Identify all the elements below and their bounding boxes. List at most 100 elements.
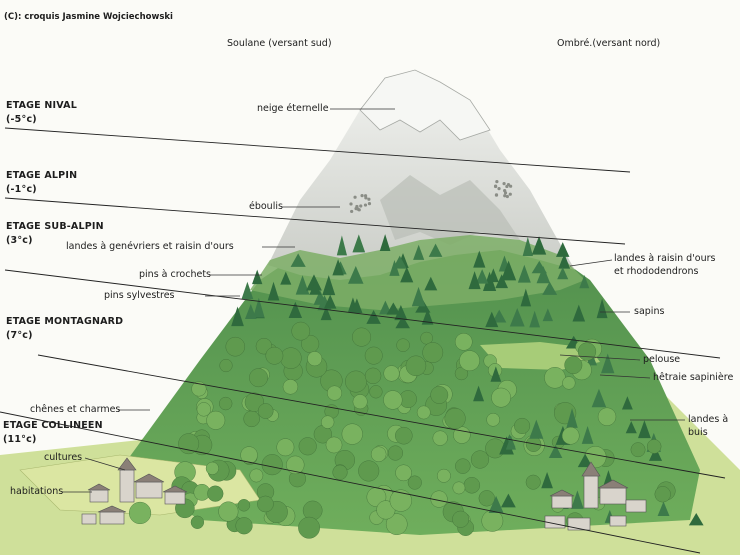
broadleaf-tree	[261, 454, 283, 476]
conifer-tree	[529, 310, 541, 328]
conifer-tree	[688, 512, 704, 526]
broadleaf-tree	[452, 481, 466, 495]
conifer-tree	[488, 268, 499, 283]
conifer-tree	[625, 421, 637, 434]
broadleaf-tree	[416, 405, 431, 420]
stage-subalpin-temp: (3°c)	[6, 235, 33, 246]
broadleaf-tree	[544, 367, 566, 389]
conifer-tree	[572, 304, 586, 322]
conifer-tree	[501, 260, 517, 281]
broadleaf-tree	[282, 379, 299, 395]
scree-stone	[502, 182, 506, 186]
scree-stone	[508, 192, 512, 196]
broadleaf-tree	[190, 515, 205, 529]
broadleaf-tree	[436, 468, 451, 483]
broadleaf-tree	[358, 460, 380, 482]
stage-collineen-temp: (11°c)	[3, 434, 37, 445]
conifer-tree	[475, 269, 489, 284]
conifer-tree	[290, 253, 306, 267]
broadleaf-tree	[280, 347, 302, 369]
conifer-tree	[306, 274, 322, 291]
broadleaf-tree	[341, 423, 363, 445]
label-pins-crochets: pins à crochets	[139, 269, 211, 280]
leader-lines	[62, 108, 685, 493]
broadleaf-tree	[478, 490, 495, 507]
conifer-tree	[579, 274, 590, 289]
broadleaf-tree	[276, 438, 295, 457]
conifer-tree	[379, 234, 391, 252]
scree-stone	[497, 187, 501, 191]
broadleaf-tree	[385, 513, 408, 535]
broadleaf-tree	[249, 368, 268, 388]
houses-right	[544, 461, 647, 531]
conifer-tree	[351, 298, 363, 314]
broadleaf-tree	[396, 338, 410, 352]
label-cultures: cultures	[44, 452, 83, 463]
conifer-tree	[313, 290, 327, 305]
conifer-tree	[241, 281, 254, 300]
conifer-tree	[411, 286, 426, 307]
conifer-tree	[336, 235, 347, 256]
broadleaf-tree	[178, 433, 200, 455]
broadleaf-tree	[389, 489, 412, 512]
broadleaf-tree	[298, 437, 317, 456]
label-hetraie: hêtraie sapinière	[653, 372, 734, 383]
label-landes-buis: landes à buis	[688, 414, 729, 438]
broadleaf-tree	[257, 495, 274, 513]
label-eboulis: éboulis	[249, 201, 283, 212]
conifer-tree	[657, 501, 670, 516]
snow-peak	[359, 69, 491, 141]
stage-alpin-temp: (-1°c)	[6, 184, 37, 195]
scree-stone	[503, 191, 508, 195]
label-landes-genevriers: landes à genévriers et raisin d'ours	[66, 241, 234, 252]
broadleaf-tree	[387, 445, 403, 461]
scree-stone	[360, 194, 364, 198]
broadleaf-tree	[654, 486, 671, 503]
copyright-text: (C): croquis Jasmine Wojciechowski	[4, 12, 173, 22]
label-landes-raisin: landes à raisin d'ours et rhododendrons	[614, 253, 716, 277]
conifer-tree	[558, 253, 571, 269]
broadleaf-tree	[191, 381, 207, 397]
broadleaf-tree	[321, 415, 335, 429]
broadleaf-tree	[453, 426, 471, 444]
conifer-tree	[421, 308, 434, 325]
conifer-tree	[557, 267, 569, 280]
stage-montagnard-name: ETAGE MONTAGNARD	[6, 316, 124, 327]
conifer-tree	[485, 311, 499, 328]
conifer-tree	[541, 472, 553, 489]
broadleaf-tree	[463, 477, 481, 494]
broadleaf-tree	[302, 500, 323, 521]
broadleaf-tree	[630, 442, 646, 458]
broadleaf-tree	[577, 342, 597, 361]
conifer-tree	[555, 242, 570, 257]
broadleaf-tree	[646, 439, 662, 454]
broadleaf-tree	[395, 426, 413, 445]
broadleaf-tree	[430, 386, 449, 404]
broadleaf-tree	[491, 387, 511, 408]
conifer-tree	[522, 236, 533, 256]
broadleaf-tree	[562, 376, 576, 390]
scree-stone	[350, 209, 354, 214]
conifer-tree	[591, 388, 607, 408]
conifer-tree	[488, 495, 504, 513]
conifer-tree	[252, 269, 263, 285]
broadleaf-tree	[235, 517, 253, 535]
conifer-tree	[536, 266, 551, 284]
conifer-tree	[601, 353, 615, 374]
broadleaf-tree	[459, 350, 480, 372]
broadleaf-tree	[206, 410, 226, 430]
broadleaf-tree	[291, 321, 311, 341]
broadleaf-tree	[196, 402, 211, 417]
broadleaf-tree	[249, 468, 264, 483]
label-pelouse: pelouse	[643, 354, 681, 365]
conifer-tree	[500, 493, 516, 508]
broadleaf-tree	[369, 385, 383, 399]
broadleaf-tree	[514, 417, 531, 434]
broadleaf-tree	[128, 501, 152, 525]
broadleaf-tree	[218, 501, 239, 522]
broadleaf-tree	[364, 367, 382, 385]
label-sapins: sapins	[634, 306, 665, 317]
scree-stone	[505, 184, 509, 189]
conifer-tree	[253, 297, 265, 318]
